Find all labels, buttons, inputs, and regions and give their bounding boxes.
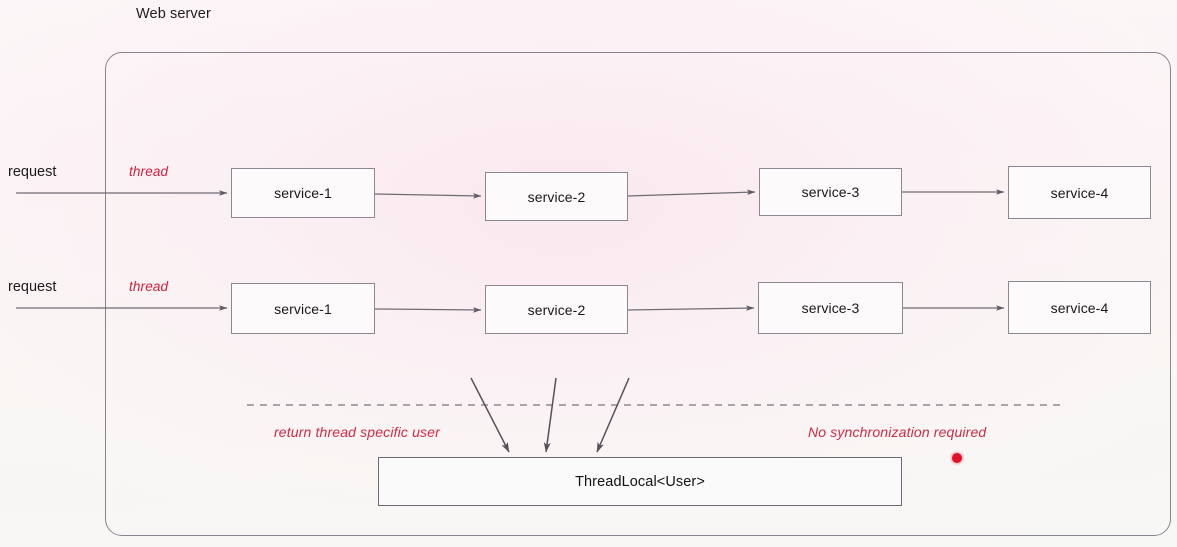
service-box-row2-service-1[interactable]: service-1 [231, 283, 375, 334]
service-box-row1-service-1[interactable]: service-1 [231, 168, 375, 218]
thread-label-row1: thread [129, 164, 169, 179]
service-label: service-1 [274, 300, 332, 317]
return-thread-specific-user-note: return thread specific user [274, 424, 440, 440]
cursor-pointer-dot [952, 453, 962, 463]
service-box-row2-service-2[interactable]: service-2 [485, 285, 628, 334]
threadlocal-user-box[interactable]: ThreadLocal<User> [378, 457, 902, 506]
service-box-row1-service-2[interactable]: service-2 [485, 172, 628, 221]
thread-label-row2: thread [129, 279, 169, 294]
web-server-title: Web server [136, 6, 211, 22]
web-server-container [105, 52, 1171, 536]
service-box-row1-service-4[interactable]: service-4 [1008, 166, 1151, 219]
service-label: service-3 [801, 184, 860, 200]
service-label: service-4 [1050, 299, 1109, 316]
service-box-row2-service-3[interactable]: service-3 [758, 282, 903, 334]
service-label: service-3 [801, 300, 860, 316]
no-synchronization-required-note: No synchronization required [808, 424, 987, 440]
request-label-row2: request [8, 279, 57, 295]
service-label: service-2 [527, 188, 586, 205]
threadlocal-label: ThreadLocal<User> [575, 473, 705, 490]
service-label: service-2 [527, 301, 586, 318]
service-label: service-1 [274, 185, 332, 201]
service-label: service-4 [1050, 184, 1109, 201]
service-box-row2-service-4[interactable]: service-4 [1008, 281, 1151, 334]
service-box-row1-service-3[interactable]: service-3 [759, 168, 902, 216]
request-label-row1: request [8, 164, 57, 180]
